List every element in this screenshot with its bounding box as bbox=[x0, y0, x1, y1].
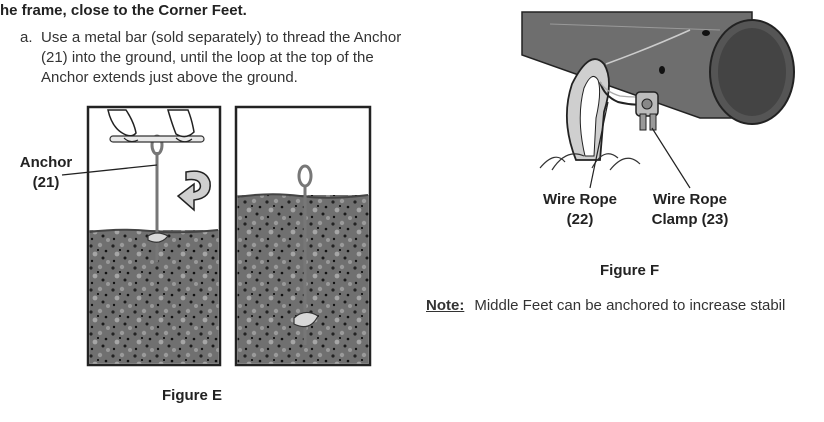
note-label: Note: bbox=[426, 297, 465, 314]
clamp-callout-line1: Wire Rope bbox=[652, 191, 728, 208]
figure-e-right-panel bbox=[234, 105, 372, 367]
section-heading: he frame, close to the Corner Feet. bbox=[0, 2, 247, 19]
figure-e-caption: Figure E bbox=[162, 387, 223, 404]
wire-rope-clamp bbox=[635, 91, 659, 131]
anchor-loop bbox=[565, 58, 610, 161]
clamp-callout-line2: Clamp (23) bbox=[651, 211, 729, 228]
step-text: Use a metal bar (sold separately) to thr… bbox=[41, 29, 402, 86]
wire-rope-callout: Wire Rope (22) bbox=[533, 190, 627, 230]
figure-f-caption: Figure F bbox=[600, 262, 660, 279]
anchor-callout-line1: Anchor bbox=[19, 154, 73, 171]
wire-rope-callout-line2: (22) bbox=[566, 211, 594, 228]
anchor-callout: Anchor (21) bbox=[14, 153, 78, 193]
anchor-callout-line2: (21) bbox=[32, 174, 60, 191]
step-marker: a. bbox=[20, 29, 33, 46]
note-text: Middle Feet can be anchored to increase … bbox=[474, 297, 786, 314]
frame-tube bbox=[521, 11, 795, 125]
figure-e-left-panel bbox=[86, 105, 222, 367]
wire-rope-callout-line1: Wire Rope bbox=[542, 191, 618, 208]
note: Note: Middle Feet can be anchored to incr… bbox=[426, 297, 785, 314]
instruction-step: a. Use a metal bar (sold separately) to … bbox=[20, 28, 410, 88]
clamp-callout: Wire Rope Clamp (23) bbox=[640, 190, 740, 230]
